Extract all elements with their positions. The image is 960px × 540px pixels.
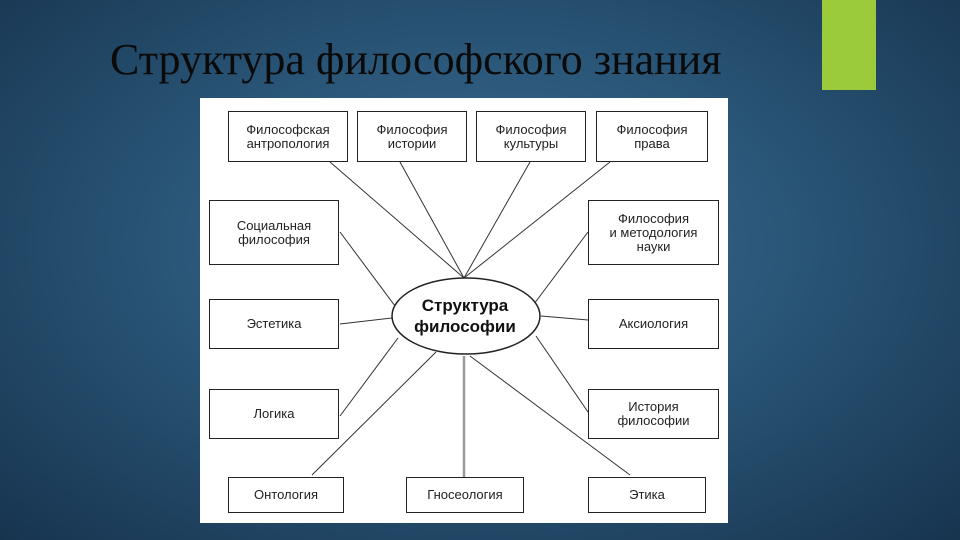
node-ethics: Этика bbox=[588, 477, 706, 513]
connector-science bbox=[533, 231, 589, 305]
slide-title: Структура философского знания bbox=[110, 35, 722, 84]
node-ontology: Онтология bbox=[228, 477, 344, 513]
node-history-of-philosophy: История философии bbox=[588, 389, 719, 439]
node-philosophical-anthropology: Философская антропология bbox=[228, 111, 348, 162]
connector-ontology bbox=[311, 351, 437, 476]
node-logic: Логика bbox=[209, 389, 339, 439]
node-aesthetics: Эстетика bbox=[209, 299, 339, 349]
connector-logic bbox=[339, 337, 399, 417]
connector-lines bbox=[311, 161, 631, 478]
node-gnoseology: Гносеология bbox=[406, 477, 524, 513]
node-philosophy-of-culture: Философия культуры bbox=[476, 111, 586, 162]
connector-culture bbox=[463, 161, 531, 279]
connector-aesthetics bbox=[339, 317, 393, 325]
connector-axiology bbox=[540, 315, 589, 321]
connector-law bbox=[463, 161, 611, 279]
node-social-philosophy: Социальная философия bbox=[209, 200, 339, 265]
connector-anthropology bbox=[329, 161, 465, 279]
node-philosophy-and-methodology-of-science: Философия и методология науки bbox=[588, 200, 719, 265]
center-ellipse bbox=[391, 277, 541, 355]
connector-history-phil bbox=[399, 161, 465, 279]
connector-ethics bbox=[469, 355, 631, 476]
connector-history-of-philosophy bbox=[535, 335, 589, 413]
node-philosophy-of-law: Философия права bbox=[596, 111, 708, 162]
node-philosophy-of-history: Философия истории bbox=[357, 111, 467, 162]
node-axiology: Аксиология bbox=[588, 299, 719, 349]
connector-social bbox=[339, 231, 399, 311]
accent-bar bbox=[822, 0, 876, 90]
diagram-panel: Структура философии Философская антропол… bbox=[200, 98, 728, 523]
center-node-label: Структура философии bbox=[414, 296, 516, 336]
